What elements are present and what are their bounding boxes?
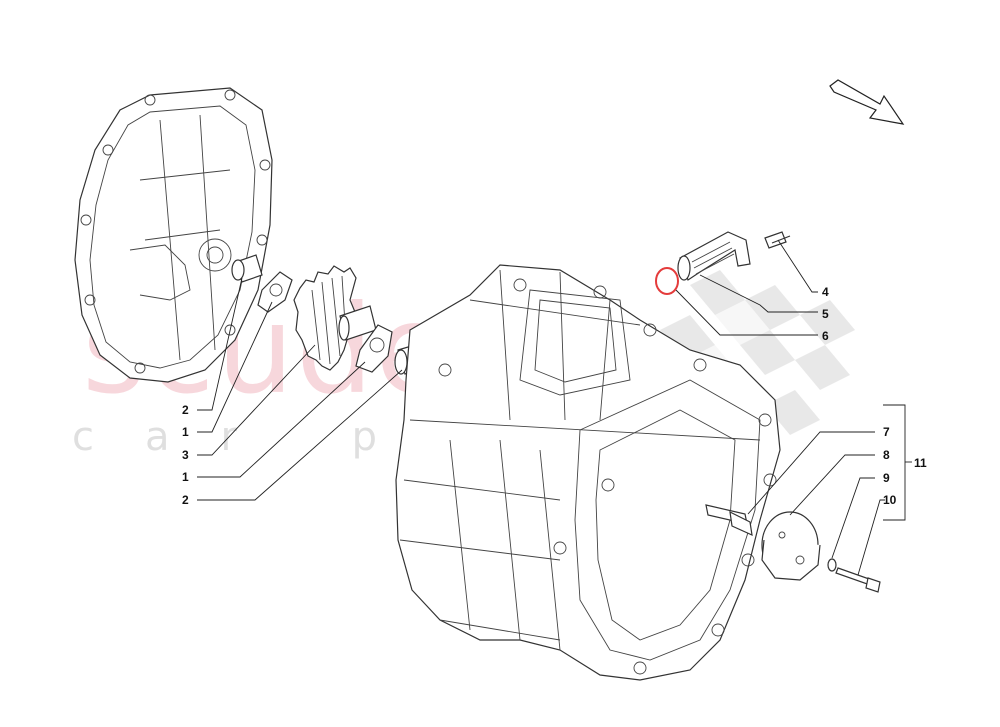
callout-10: 10 bbox=[883, 493, 897, 507]
arrow-icon bbox=[829, 79, 905, 125]
callout-6: 6 bbox=[822, 329, 829, 343]
bushing-top bbox=[231, 254, 263, 283]
pump-shaft bbox=[705, 504, 753, 537]
callout-1: 1 bbox=[182, 470, 189, 484]
callout-2: 2 bbox=[182, 403, 189, 417]
callout-5: 5 bbox=[822, 307, 829, 321]
callout-9: 9 bbox=[883, 471, 890, 485]
washer-small bbox=[827, 558, 837, 572]
housing-cover bbox=[74, 87, 273, 383]
seal-ring bbox=[655, 267, 679, 295]
callout-1: 1 bbox=[182, 425, 189, 439]
washer-top bbox=[257, 271, 293, 313]
callout-3: 3 bbox=[182, 448, 189, 462]
gearbox-housing bbox=[395, 264, 781, 681]
washer-bottom bbox=[355, 324, 393, 373]
callout-7: 7 bbox=[883, 425, 890, 439]
callout-2: 2 bbox=[182, 493, 189, 507]
callout-8: 8 bbox=[883, 448, 890, 462]
bolt-top bbox=[764, 231, 791, 249]
shift-sleeve bbox=[677, 231, 751, 281]
callout-11: 11 bbox=[914, 456, 927, 470]
gear bbox=[293, 265, 377, 371]
oil-pump bbox=[761, 511, 821, 581]
bolt-bottom bbox=[835, 567, 881, 593]
callout-4: 4 bbox=[822, 285, 829, 299]
leader-lines bbox=[197, 239, 912, 576]
callout-labels: 2 1 3 1 2 4 5 6 7 8 9 10 11 bbox=[182, 285, 927, 507]
